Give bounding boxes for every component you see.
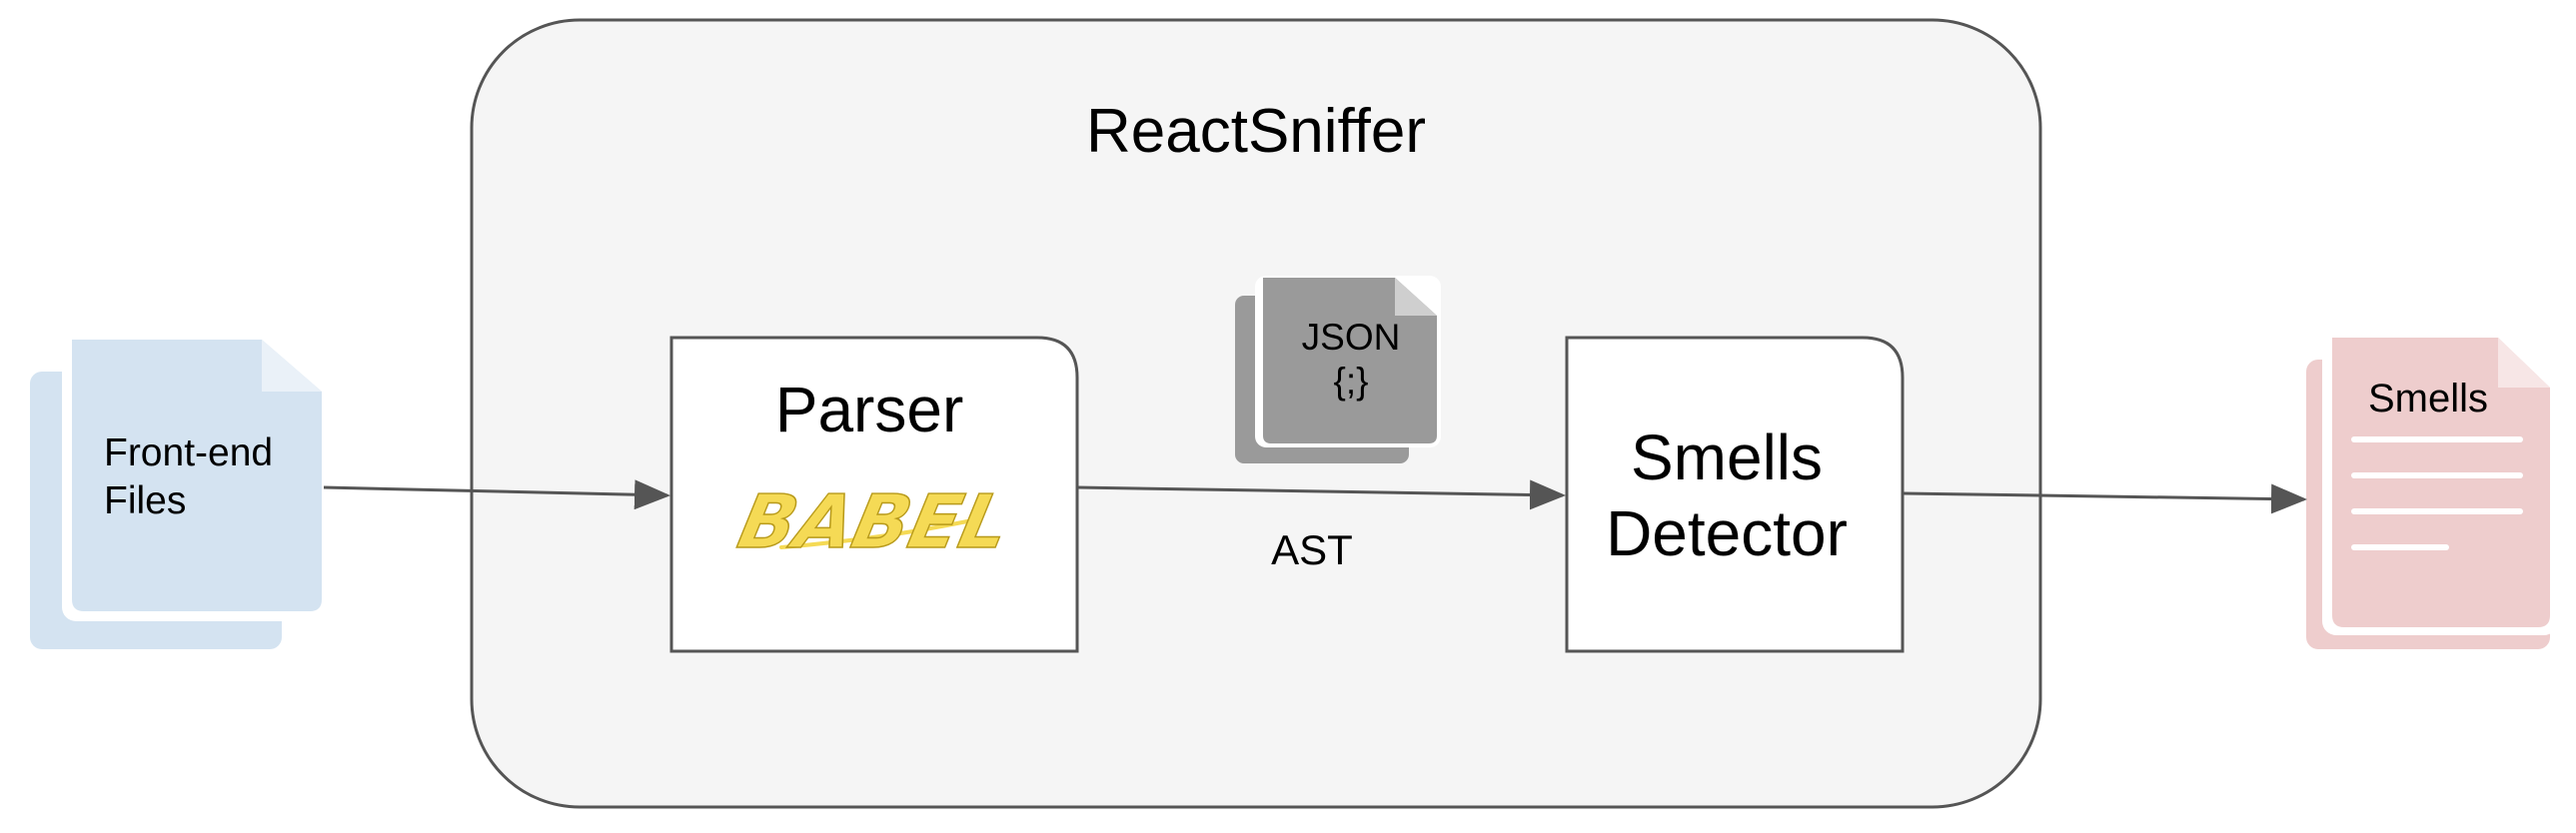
smells-output-title: Smells bbox=[2368, 377, 2488, 420]
front-end-files-label-line1: Front-end bbox=[104, 431, 273, 474]
arrow-files-to-parser bbox=[323, 479, 670, 510]
smells-output-doc: Smells bbox=[2306, 334, 2558, 649]
arrow-detector-to-smells bbox=[1902, 483, 2307, 514]
parser-title: Parser bbox=[775, 374, 964, 445]
smells-detector-box: Smells Detector bbox=[1565, 336, 1905, 653]
arrow-parser-to-detector bbox=[1076, 479, 1566, 510]
front-end-files-label-line2: Files bbox=[104, 479, 186, 522]
folded-corner bbox=[2498, 338, 2550, 388]
smells-detector-label-line1: Smells bbox=[1631, 421, 1823, 493]
folded-corner bbox=[1395, 278, 1437, 316]
front-end-files-doc: Front-end Files bbox=[30, 338, 324, 649]
container-title: ReactSniffer bbox=[1086, 97, 1426, 166]
babel-logo-text: BABEL bbox=[731, 479, 1017, 565]
parser-box: Parser BABEL bbox=[669, 336, 1079, 653]
json-braces-label: {;} bbox=[1334, 361, 1369, 402]
json-ast-doc: JSON {;} bbox=[1235, 276, 1441, 463]
json-label: JSON bbox=[1302, 317, 1401, 358]
folded-corner bbox=[262, 340, 322, 392]
ast-edge-label: AST bbox=[1271, 526, 1353, 573]
babel-logo: BABEL bbox=[730, 478, 1018, 566]
smells-detector-label-line2: Detector bbox=[1606, 497, 1848, 569]
